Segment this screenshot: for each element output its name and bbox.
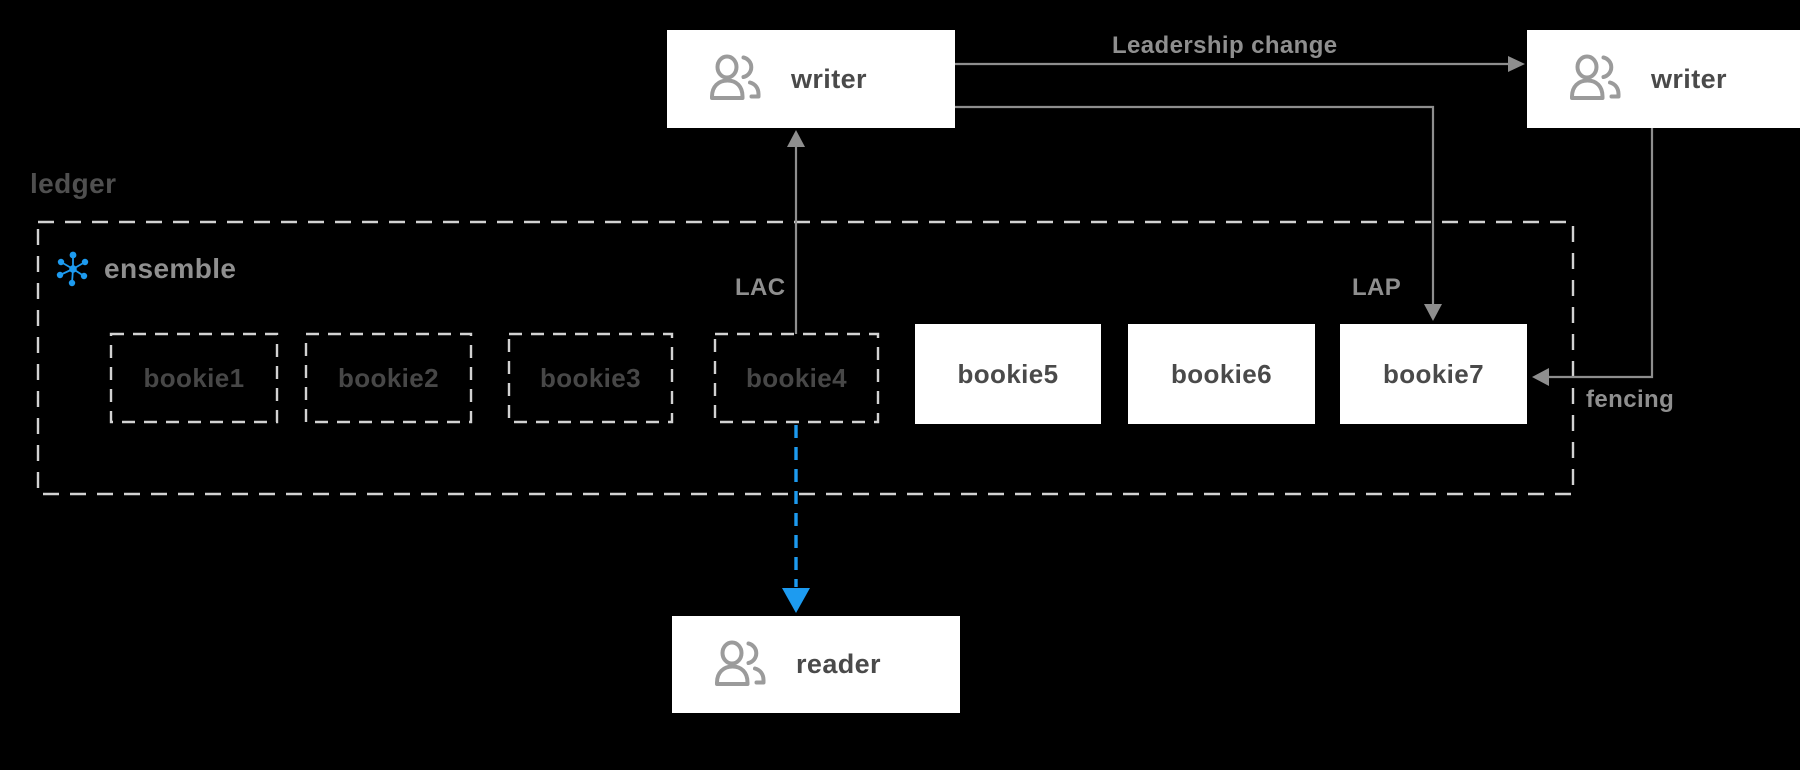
read-arrow	[782, 425, 810, 613]
users-icon	[1570, 54, 1621, 100]
leadership-change-label: Leadership change	[1112, 32, 1338, 59]
lap-label: LAP	[1352, 274, 1402, 301]
bookie5-node: bookie5	[915, 324, 1101, 424]
ensemble-header: ensemble	[55, 250, 236, 288]
bookie2-outline	[304, 332, 473, 424]
bookie7-node: bookie7	[1340, 324, 1527, 424]
ledger-boundary	[36, 220, 1575, 496]
ledger-label: ledger	[30, 168, 117, 199]
bookie2-label: bookie2	[337, 362, 440, 393]
cluster-icon	[56, 251, 89, 287]
fencing-label: fencing	[1586, 386, 1675, 413]
bookie7-label: bookie7	[1382, 358, 1485, 389]
users-icon	[715, 640, 766, 686]
bookie4-node: bookie4	[715, 334, 878, 422]
reader-node: reader	[672, 616, 960, 713]
writer-top-label: writer	[791, 63, 867, 94]
bookie3-outline	[507, 332, 674, 424]
bookie3-node: bookie3	[509, 334, 672, 422]
bookie2-node: bookie2	[306, 334, 471, 422]
writer-top-node: writer	[667, 30, 955, 128]
writer-new-node: writer	[1527, 30, 1800, 128]
lac-label: LAC	[735, 274, 786, 301]
bookie1-node: bookie1	[111, 334, 277, 422]
bookie1-outline	[109, 332, 279, 424]
users-icon	[710, 54, 761, 100]
bookie3-label: bookie3	[539, 362, 642, 393]
bookie1-label: bookie1	[143, 362, 245, 393]
bookie6-label: bookie6	[1170, 358, 1273, 389]
lac-arrow	[787, 130, 805, 334]
lap-arrow	[917, 105, 1442, 321]
bookie6-node: bookie6	[1128, 324, 1315, 424]
bookie4-label: bookie4	[745, 362, 848, 393]
writer-new-label: writer	[1651, 63, 1727, 94]
bookie4-outline	[713, 332, 880, 424]
bookie5-label: bookie5	[957, 358, 1059, 389]
leadership-change-arrow	[917, 56, 1525, 72]
reader-label: reader	[796, 649, 881, 679]
ensemble-label: ensemble	[104, 253, 237, 284]
fencing-arrow	[1532, 128, 1654, 386]
